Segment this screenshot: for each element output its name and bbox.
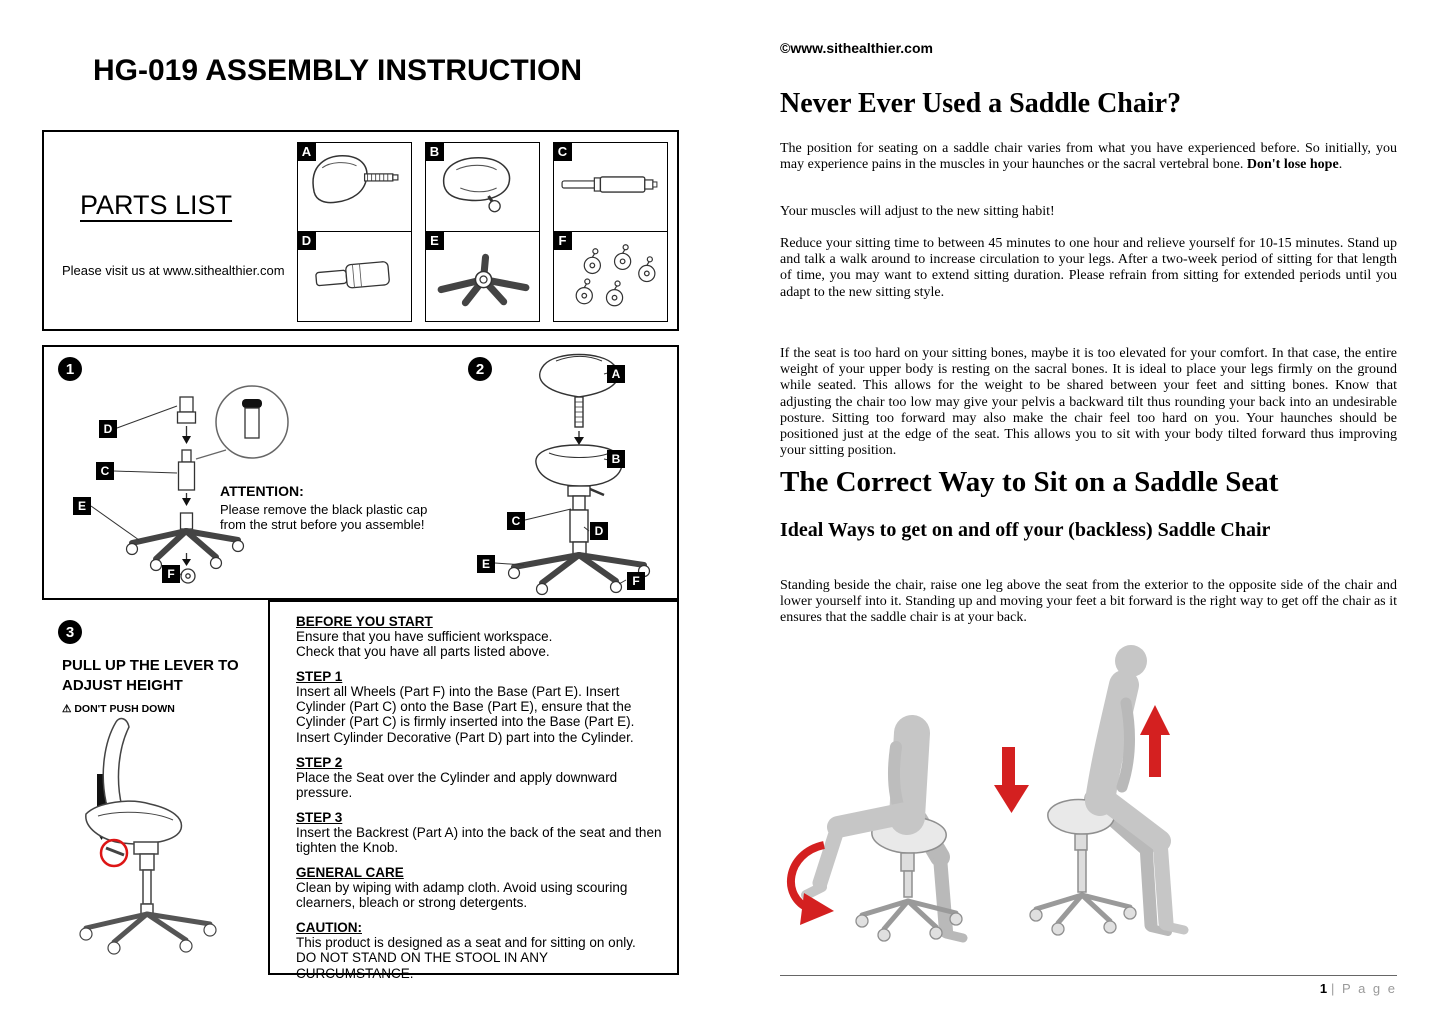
diagram1-label-c: C (96, 462, 114, 480)
diagram1-label-d: D (99, 420, 117, 438)
diagram-3-number: 3 (58, 620, 82, 644)
section-body: This product is designed as a seat and f… (296, 935, 636, 981)
cylinder-cover-icon (315, 261, 390, 289)
section-step-1: STEP 1 Insert all Wheels (Part F) into t… (296, 669, 663, 744)
figure-seated-on-chair (1029, 645, 1189, 936)
page-number: 1| P a g e (1320, 981, 1397, 996)
page-title: HG-019 ASSEMBLY INSTRUCTION (93, 54, 582, 87)
section-body: Ensure that you have sufficient workspac… (296, 629, 553, 660)
dont-push-down-warning: ⚠ DON'T PUSH DOWN (62, 703, 175, 715)
diagram2-label-e: E (477, 555, 495, 573)
section-title: GENERAL CARE (296, 865, 404, 881)
diagram2-label-b: B (607, 450, 625, 468)
paragraph-reduce-sitting-time: Reduce your sitting time to between 45 m… (780, 236, 1397, 300)
copyright-url: ©www.sithealthier.com (780, 40, 933, 56)
part-letter-b: B (425, 142, 444, 161)
assembly-diagrams-drawing (90, 353, 651, 596)
part-cell-a: A (297, 142, 412, 232)
figure-head (1115, 645, 1147, 677)
assembled-chair-drawing (79, 717, 217, 955)
diagram1-label-e: E (73, 497, 91, 515)
part-cell-b: B (425, 142, 540, 232)
section-body: Insert all Wheels (Part F) into the Base… (296, 684, 635, 745)
diagram2-label-c: C (507, 512, 525, 530)
instructions-box: BEFORE YOU START Ensure that you have su… (268, 600, 679, 981)
part-letter-e: E (425, 231, 444, 250)
attention-title: ATTENTION: (220, 483, 304, 499)
paragraph-intro: The position for seating on a saddle cha… (780, 141, 1397, 173)
diagram-2-number: 2 (468, 357, 492, 381)
section-caution: CAUTION: This product is designed as a s… (296, 920, 663, 980)
dont-lose-hope-bold: Don't lose hope (1246, 157, 1339, 173)
footer-divider (780, 975, 1397, 976)
red-arrows (787, 705, 1170, 925)
saddle-sitting-illustration (787, 645, 1189, 943)
backrest-icon (312, 154, 399, 204)
heading-ideal-ways-on-off: Ideal Ways to get on and off your (backl… (780, 519, 1271, 541)
lever-highlight-circle (99, 838, 129, 868)
attention-note: ATTENTION: Please remove the black plast… (220, 483, 460, 533)
part-cell-f: F (553, 231, 668, 322)
section-title: CAUTION: (296, 920, 362, 936)
saddle-stool-drawing (855, 815, 963, 942)
diagram2-label-d: D (590, 522, 608, 540)
section-general-care: GENERAL CARE Clean by wiping with adamp … (296, 865, 663, 910)
diagram-2-exploded-chair (494, 353, 651, 596)
sit-down-arrow (1002, 747, 1015, 787)
figure-mounting-chair (801, 715, 968, 943)
saddle-seat-icon (442, 156, 511, 213)
attention-body: Please remove the black plastic cap from… (220, 502, 428, 533)
part-letter-a: A (297, 142, 316, 161)
diagram-1-exploded-base (90, 385, 289, 584)
part-letter-d: D (297, 231, 316, 250)
paragraph-standing-beside-chair: Standing beside the chair, raise one leg… (780, 578, 1397, 626)
part-cell-c: C (553, 142, 668, 232)
paragraph-intro-text: The position for seating on a saddle cha… (780, 141, 1397, 173)
lever-chair-drawing (79, 717, 217, 955)
part-cell-d: D (297, 231, 412, 322)
lever-heading: PULL UP THE LEVER TO ADJUST HEIGHT (62, 657, 239, 694)
section-step-3: STEP 3 Insert the Backrest (Part A) into… (296, 810, 663, 855)
page-number-word: | P a g e (1331, 981, 1397, 996)
section-title: STEP 3 (296, 809, 343, 825)
section-body: Clean by wiping with adamp cloth. Avoid … (296, 880, 628, 911)
section-title: STEP 2 (296, 754, 343, 770)
stand-up-arrow (1140, 705, 1170, 735)
diagram2-label-a: A (607, 365, 625, 383)
diagram2-label-f: F (627, 572, 645, 590)
section-body: Insert the Backrest (Part A) into the ba… (296, 824, 662, 855)
section-title: BEFORE YOU START (296, 614, 433, 629)
heading-correct-way-to-sit: The Correct Way to Sit on a Saddle Seat (780, 466, 1279, 498)
diagram1-label-f: F (162, 565, 180, 583)
part-cell-e: E (425, 231, 540, 322)
section-step-2: STEP 2 Place the Seat over the Cylinder … (296, 755, 663, 800)
part-letter-c: C (553, 142, 572, 161)
heading-never-used-saddle-chair: Never Ever Used a Saddle Chair? (780, 88, 1182, 119)
paragraph-muscles-adjust: Your muscles will adjust to the new sitt… (780, 204, 1055, 219)
casters-icon (575, 244, 656, 307)
parts-list-box: PARTS LIST Please visit us at www.sithea… (42, 130, 679, 331)
pull-up-arrow (97, 774, 106, 820)
section-title: STEP 1 (296, 669, 343, 685)
paragraph-intro-period: . (1338, 157, 1343, 173)
swing-leg-arrow (787, 841, 826, 913)
page-number-value: 1 (1319, 981, 1328, 996)
swing-leg-arrowhead (800, 893, 834, 925)
diagram-1-number: 1 (58, 357, 82, 381)
section-before-you-start: BEFORE YOU START Ensure that you have su… (296, 614, 663, 659)
gas-cylinder-icon (561, 176, 658, 193)
parts-list-visit-note: Please visit us at www.sithealthier.com (62, 263, 285, 278)
five-star-base-icon (437, 253, 530, 307)
paragraph-seat-too-hard: If the seat is too hard on your sitting … (780, 346, 1397, 459)
part-letter-f: F (553, 231, 572, 250)
section-body: Place the Seat over the Cylinder and app… (296, 769, 618, 800)
assembly-diagram-box: 1 D C E F ATTENTION: Please remove the b… (42, 345, 679, 600)
parts-list-heading: PARTS LIST (80, 190, 233, 220)
